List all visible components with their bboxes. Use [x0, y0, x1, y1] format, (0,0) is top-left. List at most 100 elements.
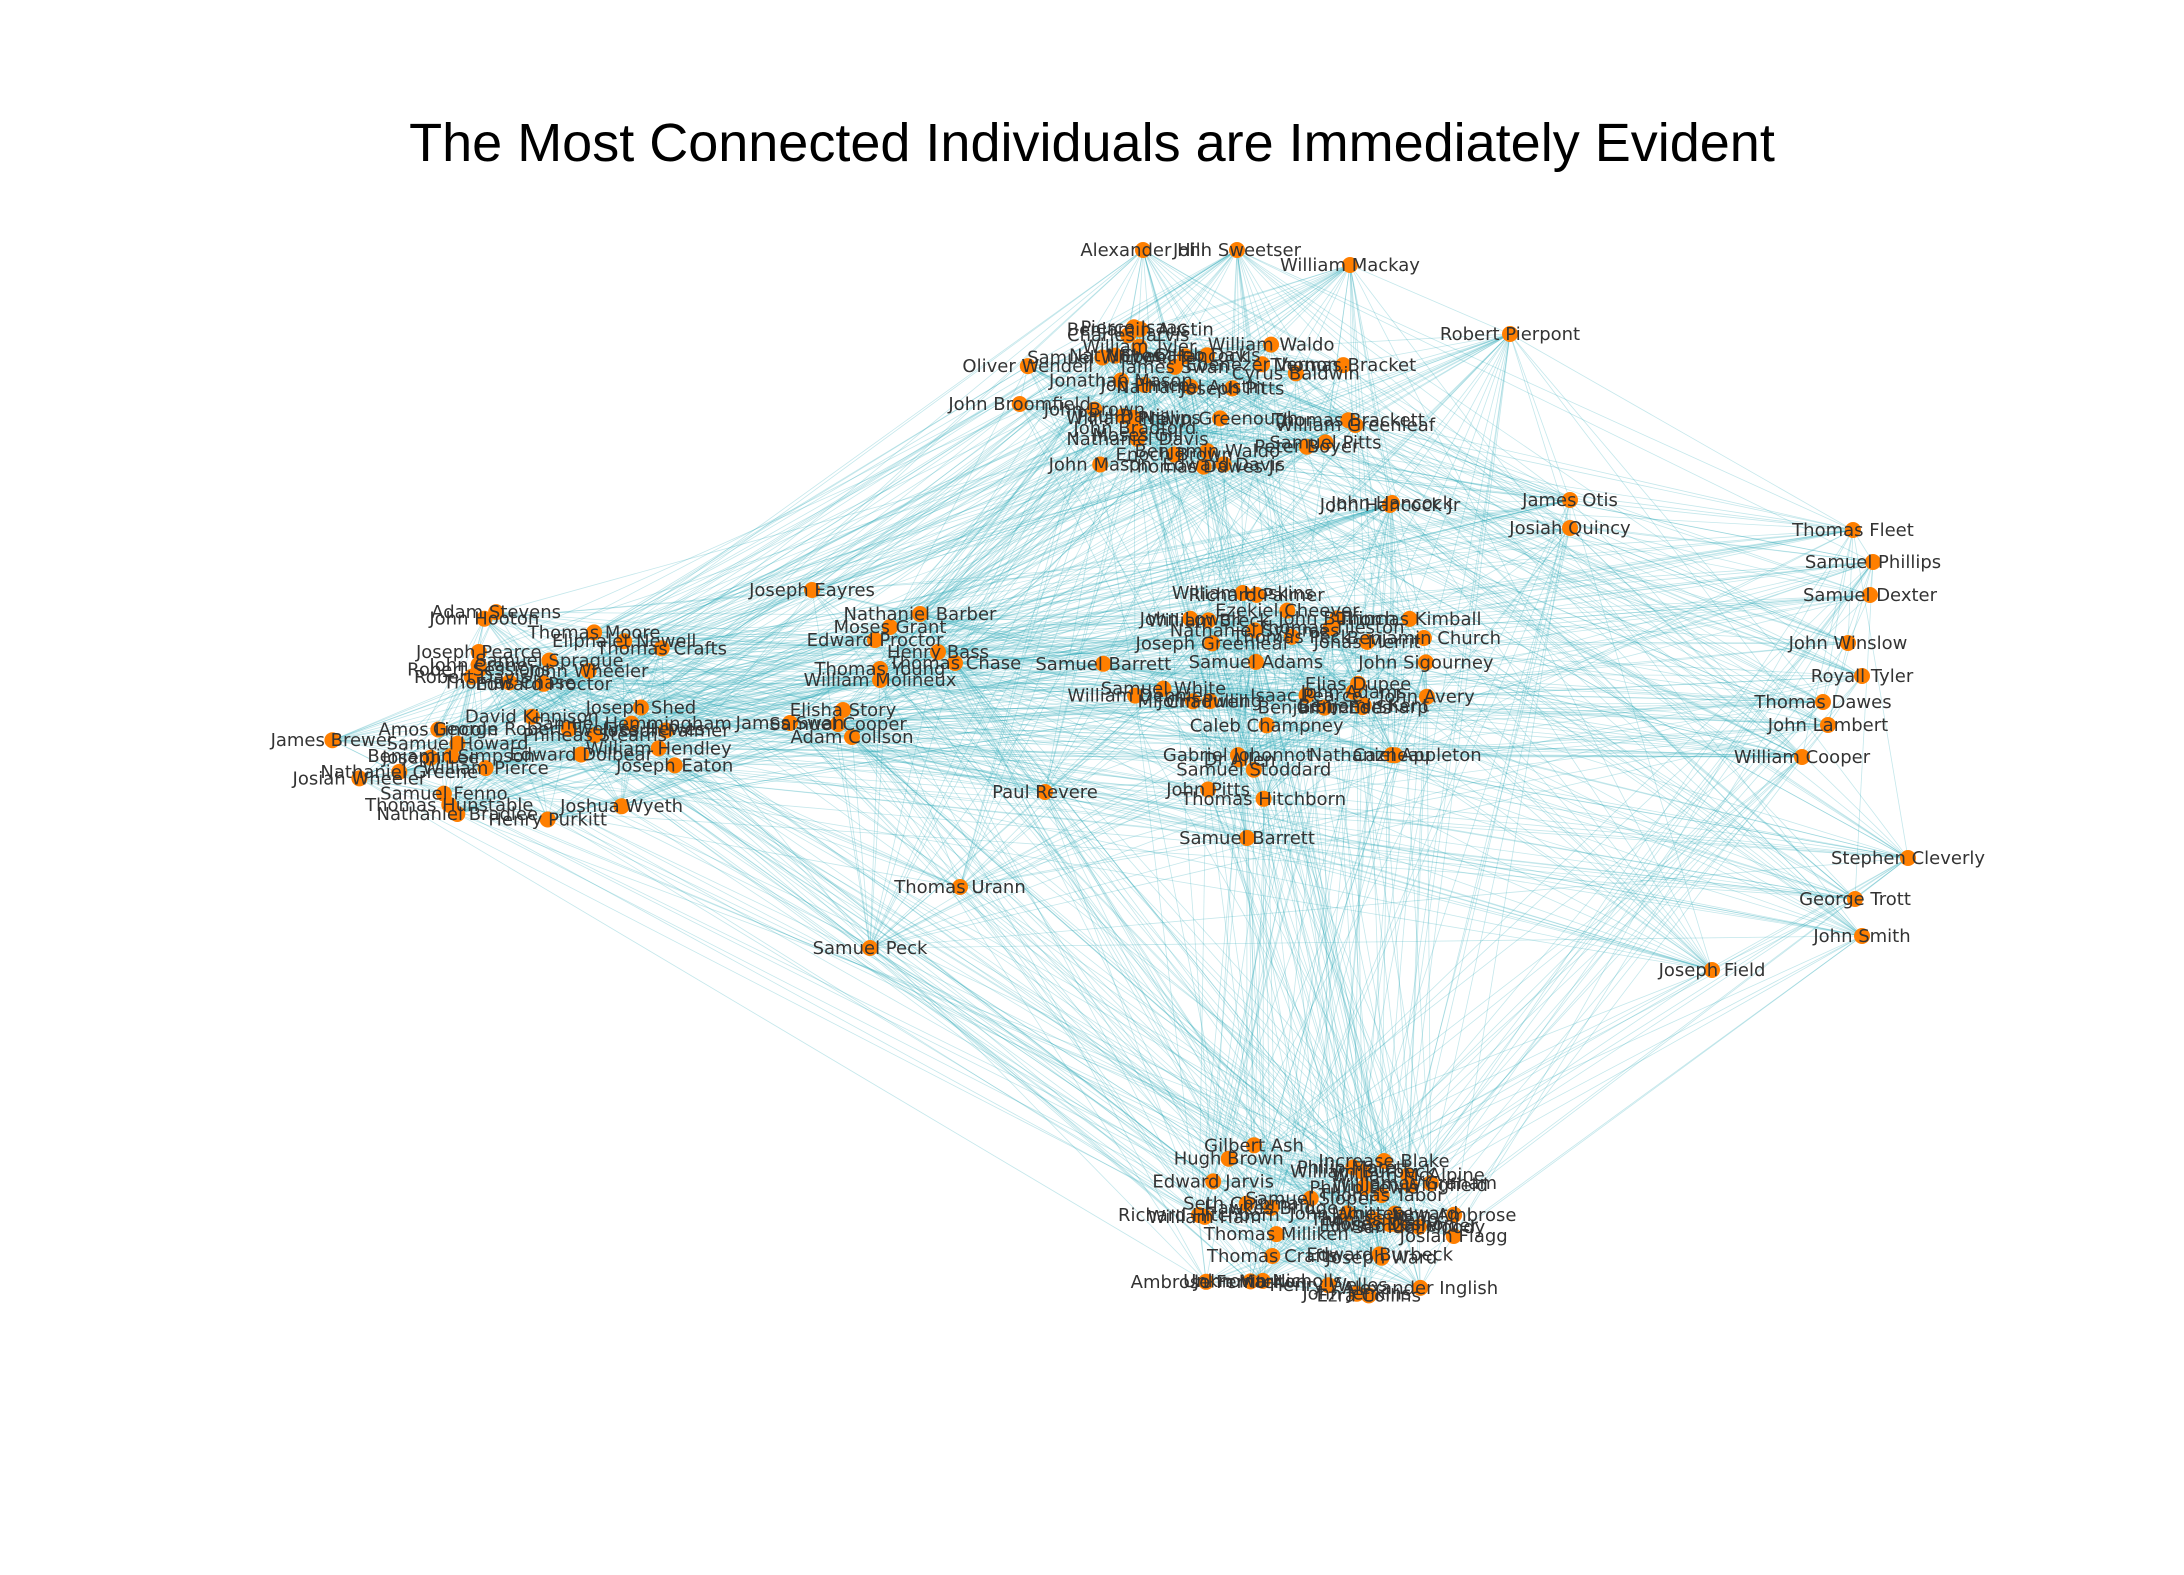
edge [1232, 364, 1344, 389]
edge [593, 632, 1396, 1214]
edge [1228, 1158, 1370, 1296]
edge [842, 701, 1824, 711]
edge [543, 502, 1393, 685]
edge [478, 669, 486, 769]
edge [1381, 857, 1909, 1259]
edge [430, 418, 1221, 759]
edge [919, 613, 1370, 1296]
edge [869, 798, 1264, 949]
edge [1355, 424, 1854, 531]
node [1126, 419, 1143, 436]
edge [451, 707, 641, 757]
edge [1190, 264, 1351, 388]
edge [1232, 387, 1308, 448]
edge [889, 409, 1095, 628]
edge [1122, 415, 1268, 726]
edge [1266, 724, 1863, 937]
edge [919, 415, 1124, 615]
edge [1213, 1181, 1365, 1188]
edge [1133, 417, 1326, 443]
edge [1325, 365, 1344, 443]
edge [1453, 724, 1829, 1216]
node-label: Ezekiel Cheever [1215, 601, 1360, 622]
edge [1349, 264, 1391, 506]
edge [1174, 364, 1344, 455]
edge [1287, 610, 1338, 619]
edge [1349, 264, 1511, 335]
node [1820, 717, 1836, 733]
edge [509, 427, 1136, 683]
edge [1255, 627, 1331, 663]
edge [451, 592, 1243, 757]
node-label: Samuel Hemmingham [531, 714, 732, 735]
edge [332, 739, 1382, 1259]
edge [1253, 769, 1713, 971]
edge [1239, 636, 1293, 760]
edge [443, 355, 1186, 794]
edge [1275, 504, 1391, 1235]
edge [874, 334, 1129, 641]
node [657, 722, 674, 739]
node-label: Nathaniel Appleton [1309, 745, 1482, 766]
edge [1242, 592, 1312, 1199]
edge [837, 701, 1824, 725]
edge [1174, 366, 1909, 859]
edge [1270, 1207, 1370, 1296]
edge [1389, 504, 1863, 677]
edge [581, 618, 1410, 755]
edge [1330, 627, 1364, 1172]
edge [954, 662, 1382, 1196]
edge [851, 736, 1365, 1188]
edge [1394, 499, 1571, 1214]
edge [568, 594, 1257, 730]
edge [954, 662, 1364, 1172]
edge [398, 669, 480, 773]
edge [1453, 561, 1874, 1237]
edge [471, 334, 1129, 678]
edge [509, 670, 589, 683]
edge [1262, 641, 1368, 1281]
edge [621, 648, 663, 807]
edge [1189, 344, 1272, 619]
edge [1207, 789, 1364, 1172]
node-label: John Ambrose [1391, 1205, 1517, 1226]
edge [624, 333, 1511, 642]
edge [1213, 1181, 1455, 1216]
edge [1120, 249, 1238, 381]
node-label: Richard Palmer [1189, 585, 1326, 606]
edge [889, 626, 1454, 1237]
edge [1346, 1213, 1358, 1294]
edge [1407, 969, 1713, 1176]
edge [543, 450, 1208, 685]
edge [1246, 755, 1396, 1204]
node-label: Robert Davis [414, 667, 529, 688]
edge [954, 333, 1511, 664]
node-label: Edward Proctor [807, 630, 944, 651]
edge [449, 409, 1095, 806]
edge [837, 723, 1396, 1214]
edge [1253, 701, 1824, 1146]
edge [889, 499, 1571, 628]
edge [1205, 1226, 1420, 1283]
edge [478, 651, 1277, 1235]
edge [1204, 756, 1803, 1218]
node [1246, 622, 1263, 639]
edge [1190, 386, 1849, 644]
node [650, 740, 667, 757]
edge [594, 734, 675, 766]
node-label: Thomas Milliken [1203, 1224, 1349, 1245]
edge [1271, 1198, 1312, 1257]
node [1360, 1287, 1377, 1304]
edge [1204, 502, 1393, 1218]
edge [1367, 641, 1849, 644]
node [1166, 446, 1183, 463]
edge [457, 743, 1856, 900]
edge [1212, 643, 1863, 677]
edge [1142, 249, 1208, 356]
node-label: Joseph Field [1658, 960, 1766, 981]
edge [1348, 419, 1713, 971]
edge [1208, 620, 1354, 693]
edge [959, 637, 1425, 888]
edge [1190, 363, 1263, 388]
edge [842, 709, 1206, 1218]
